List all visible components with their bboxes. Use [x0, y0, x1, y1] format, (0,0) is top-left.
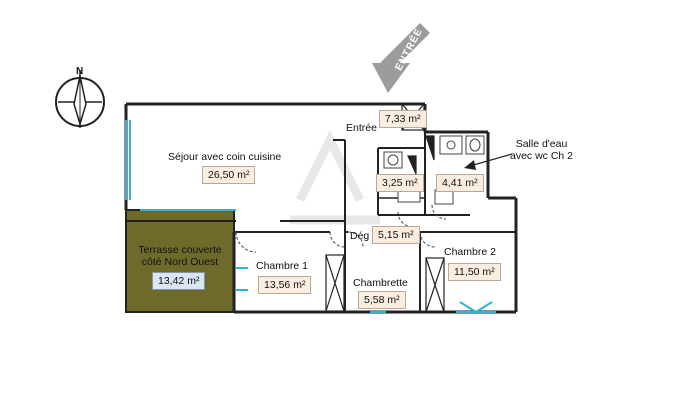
room-area-deg: 5,15 m² [372, 226, 420, 244]
room-area-chambrette: 5,58 m² [358, 291, 406, 309]
entrance-arrow [372, 23, 430, 93]
room-name-sejour: Séjour avec coin cuisine [168, 151, 282, 163]
room-name-ch2: Chambre 2 [444, 246, 496, 258]
door-arcs [235, 204, 447, 253]
room-area-sdb2: 4,41 m² [436, 174, 484, 192]
room-area-sejour: 26,50 m² [202, 166, 256, 184]
compass-north-label: N [76, 66, 84, 77]
room-area-ch1: 13,56 m² [258, 276, 312, 294]
room-name-terrasse: Terrasse couverte côté Nord Ouest [138, 244, 222, 268]
room-area-ch2: 11,50 m² [448, 263, 501, 281]
windows [125, 120, 496, 313]
room-name-sdb2: Salle d'eau avec wc Ch 2 [510, 138, 574, 162]
watermark-logo [290, 129, 380, 225]
room-area-entree: 7,33 m² [379, 110, 427, 128]
compass [55, 70, 105, 128]
fixtures [383, 135, 485, 205]
room-name-chambrette: Chambrette [353, 277, 408, 289]
terrace-area [125, 209, 235, 313]
room-area-sdb1: 3,25 m² [376, 174, 424, 192]
room-name-entree: Entrée [346, 122, 377, 134]
room-name-deg: Dég [350, 230, 370, 242]
sdb-pointer [464, 153, 513, 170]
room-name-ch1: Chambre 1 [256, 260, 308, 272]
room-area-terrasse: 13,42 m² [152, 272, 206, 290]
